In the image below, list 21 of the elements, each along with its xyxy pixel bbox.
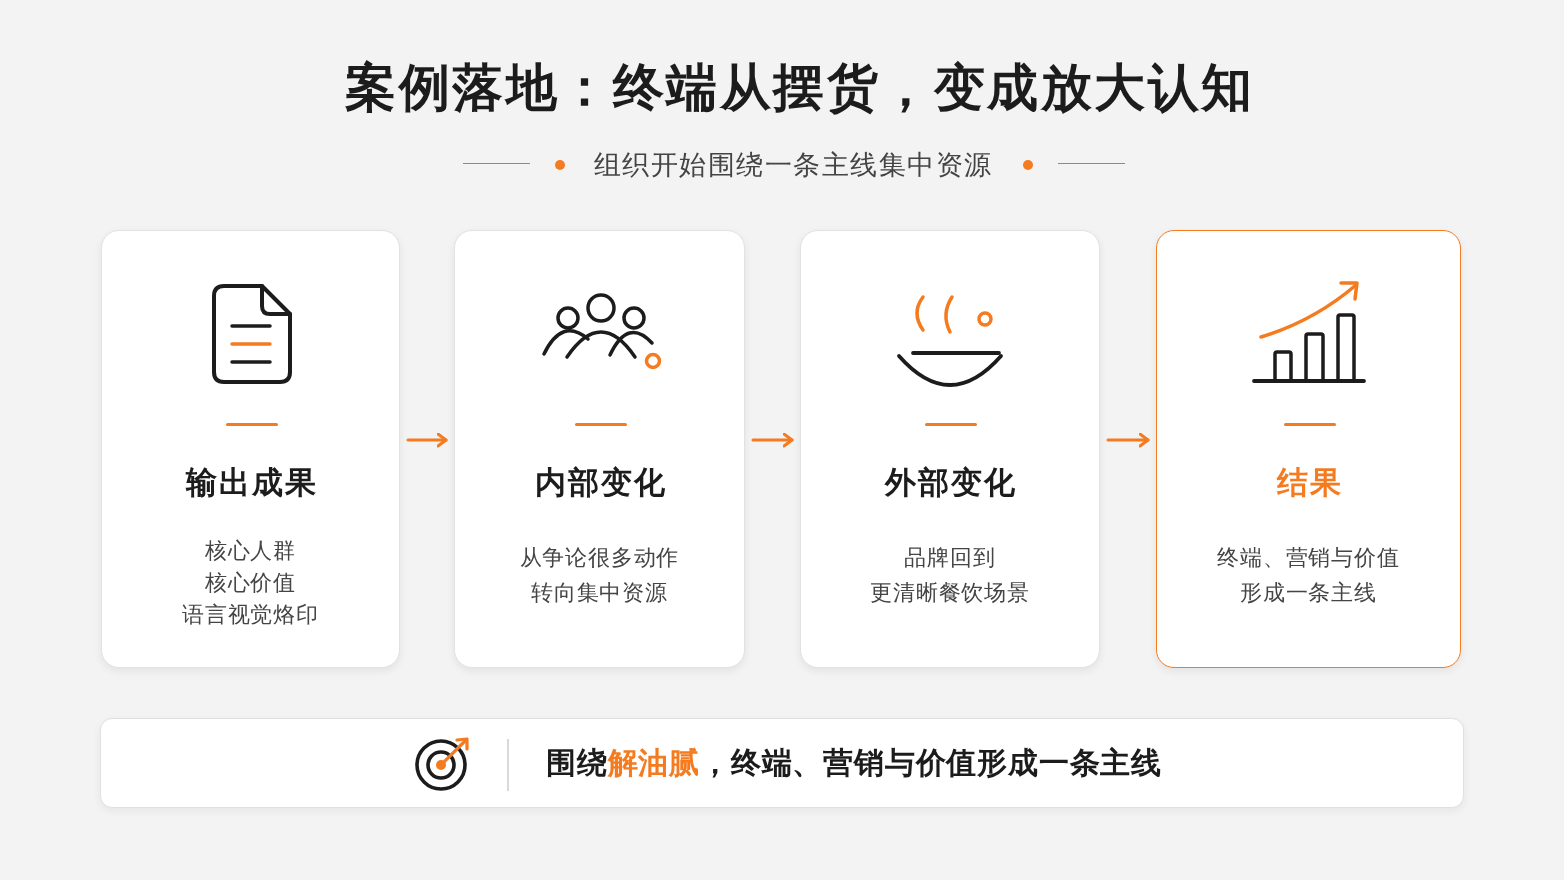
subtitle: 组织开始围绕一条主线集中资源 bbox=[593, 149, 993, 182]
card-text: 从争论很多动作转向集中资源 bbox=[519, 544, 680, 607]
card bbox=[101, 230, 400, 668]
card-text: 终端、营销与价值形成一条主线 bbox=[1217, 544, 1400, 607]
card bbox=[454, 230, 745, 668]
card-text: 核心价值 bbox=[203, 569, 298, 597]
banner-text: 围绕解油腻，终端、营销与价值形成一条主线 bbox=[546, 745, 1162, 781]
arrow bbox=[1106, 432, 1150, 448]
card-text: 核心人群 bbox=[203, 537, 298, 565]
title: 案例落地：终端从摆货，变成放大认知 bbox=[345, 58, 1255, 118]
card-heading: 结果 bbox=[1276, 464, 1343, 502]
card-heading: 内部变化 bbox=[534, 464, 667, 502]
card-heading: 输出成果 bbox=[185, 464, 318, 502]
arrow bbox=[751, 432, 794, 448]
card bbox=[800, 230, 1100, 668]
card-text: 语言视觉烙印 bbox=[182, 601, 319, 629]
card bbox=[1156, 230, 1461, 668]
card-text: 品牌回到更清晰餐饮场景 bbox=[870, 544, 1030, 607]
banner bbox=[100, 718, 1464, 808]
card-heading: 外部变化 bbox=[885, 464, 1017, 502]
arrow bbox=[406, 432, 448, 448]
